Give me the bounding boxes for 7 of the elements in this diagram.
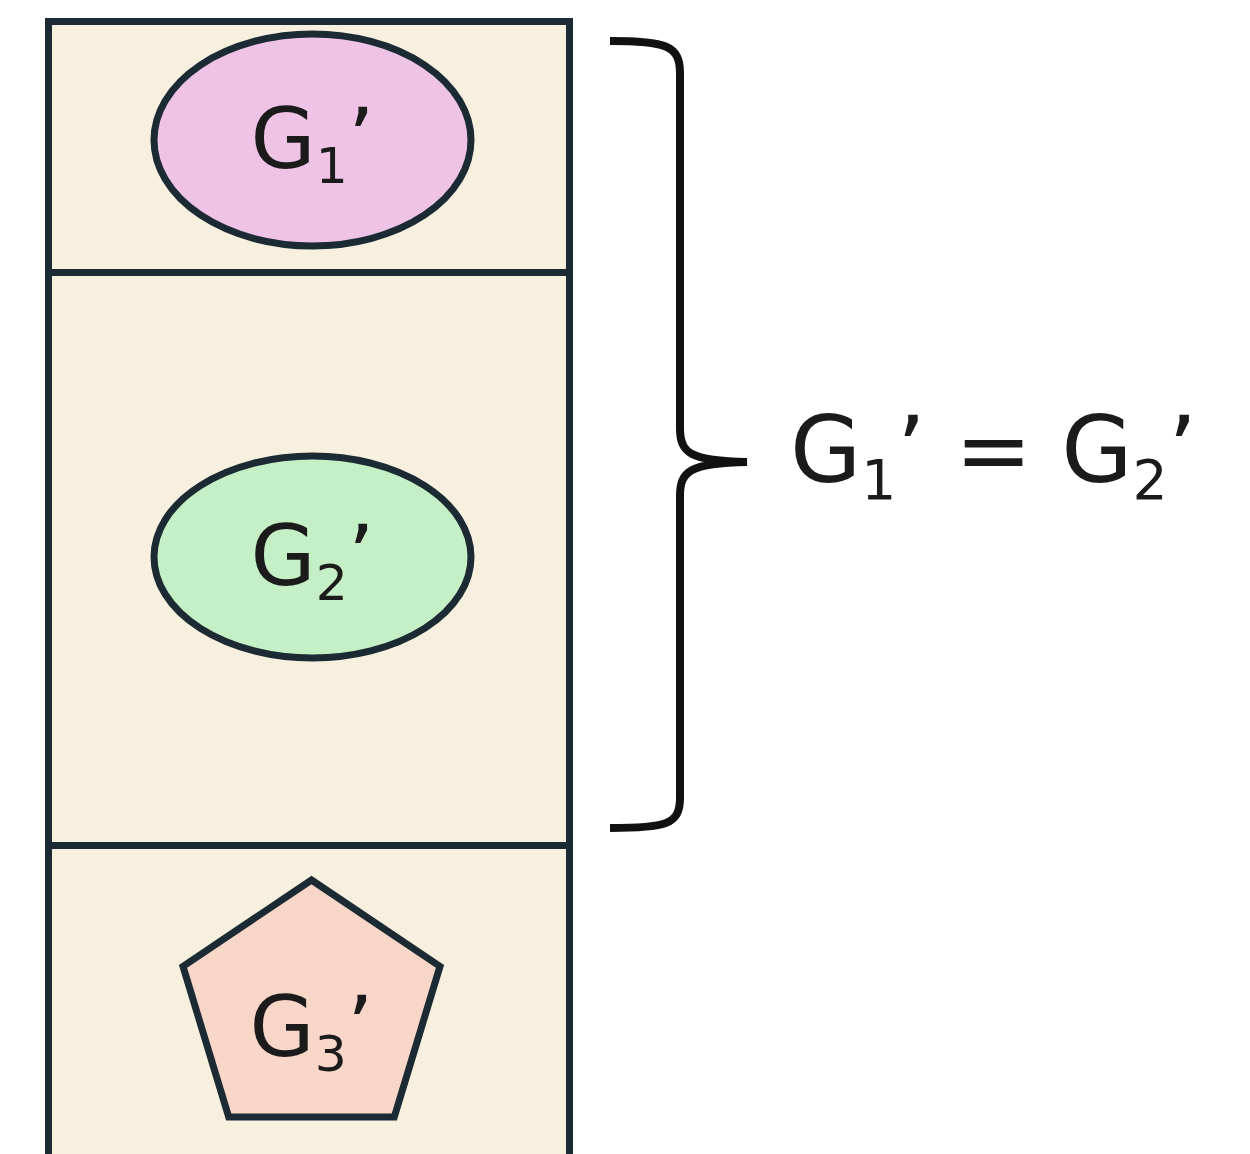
node-label: G$_{3}$’ bbox=[249, 985, 374, 1080]
ellipse-node bbox=[150, 30, 475, 250]
node-label: G$_{1}$’ bbox=[250, 96, 375, 192]
ellipse-node bbox=[150, 452, 475, 662]
pentagon-node bbox=[178, 875, 445, 1122]
equation-label: G$_{1}$’ = G$_{2}$’ bbox=[790, 405, 1197, 508]
node-label: G$_{2}$’ bbox=[250, 513, 375, 609]
